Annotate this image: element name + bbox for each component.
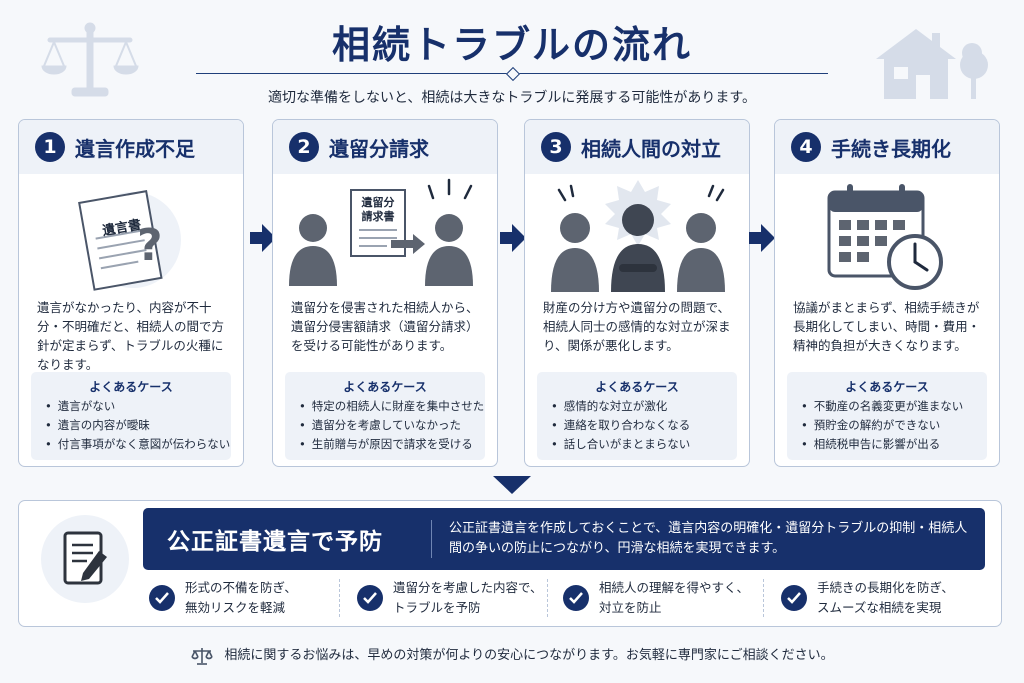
- step-card-header: 4 手続き長期化: [775, 120, 999, 174]
- list-item: 預貯金の解約ができない: [801, 416, 977, 435]
- page-title: 相続トラブルの流れ: [331, 22, 692, 67]
- step-card-2: 2 遺留分請求 遺留分 請求書 遺留分を侵害された相続: [272, 119, 498, 467]
- common-cases-box: よくあるケース 遺言がない 遺言の内容が曖昧 付言事項がなく意図が伝わらない: [31, 372, 231, 460]
- common-cases-title: よくあるケース: [845, 380, 929, 394]
- step-card-1: 1 遺言作成不足 ? 遺言書 遺言がなかったり、内容が不十分・不明確だと、相続人…: [18, 119, 244, 467]
- benefit-item: 遺留分を考慮した内容で、 トラブルを予防: [357, 577, 563, 619]
- scales-of-justice-icon: [191, 647, 214, 665]
- step-title: 遺留分請求: [329, 136, 429, 161]
- benefit-divider: [763, 579, 765, 617]
- step-title: 遺言作成不足: [75, 136, 195, 161]
- will-document-question-icon: ? 遺言書: [19, 174, 243, 298]
- step-number-badge: 2: [289, 132, 319, 162]
- step-number-badge: 4: [791, 132, 821, 162]
- list-item: 遺言がない: [45, 397, 221, 416]
- scales-of-justice-icon: [41, 22, 139, 97]
- list-item: 遺留分を考慮していなかった: [299, 416, 475, 435]
- common-cases-title: よくあるケース: [595, 380, 679, 394]
- step-card-4: 4 手続き長期化 協議がまとまらず、相続手続きが長期化してしまい、時間・費用・精…: [774, 119, 1000, 467]
- footer-text: 相続に関するお悩みは、早めの対策が何よりの安心につながります。お気軽に専門家にご…: [224, 648, 834, 663]
- flow-arrow-right-icon: [749, 224, 775, 252]
- house-icon: [876, 29, 988, 99]
- prevention-panel: 公正証書遺言で予防 公正証書遺言を作成しておくことで、遺言内容の明確化・遺留分ト…: [18, 500, 1002, 627]
- check-icon: [149, 585, 175, 611]
- step-card-3: 3 相続人間の対立 財産の分け方や遺留分の問題で、相続人同: [524, 119, 750, 467]
- common-cases-box: よくあるケース 感情的な対立が激化 連絡を取り合わなくなる 話し合いがまとまらな…: [537, 372, 737, 460]
- benefit-item: 相続人の理解を得やすく、 対立を防止: [563, 577, 769, 619]
- step-number-badge: 3: [541, 132, 571, 162]
- step-description: 財産の分け方や遺留分の問題で、相続人同士の感情的な対立が深まり、関係が悪化します…: [543, 300, 731, 353]
- prevention-text: 公正証書遺言を作成しておくことで、遺言内容の明確化・遺留分トラブルの抑制・相続人…: [449, 521, 968, 556]
- step-card-header: 2 遺留分請求: [273, 120, 497, 174]
- benefit-divider: [339, 579, 341, 617]
- step-title: 相続人間の対立: [581, 136, 721, 161]
- step-description: 遺言がなかったり、内容が不十分・不明確だと、相続人の間で方針が定まらず、トラブル…: [37, 300, 225, 372]
- list-item: 感情的な対立が激化: [551, 397, 727, 416]
- list-item: 相続税申告に影響が出る: [801, 435, 977, 454]
- step-card-header: 1 遺言作成不足: [19, 120, 243, 174]
- common-cases-title: よくあるケース: [89, 380, 173, 394]
- check-icon: [563, 585, 589, 611]
- step-title: 手続き長期化: [831, 136, 951, 161]
- page-subtitle: 適切な準備をしないと、相続は大きなトラブルに発展する可能性があります。: [267, 90, 757, 106]
- flow-arrow-right-icon: [250, 224, 276, 252]
- document-pen-icon: [41, 515, 129, 603]
- list-item: 連絡を取り合わなくなる: [551, 416, 727, 435]
- step-description: 遺留分を侵害された相続人から、遺留分侵害額請求（遺留分請求）を受ける可能性があり…: [291, 300, 479, 353]
- benefit-item: 手続きの長期化を防ぎ、 スムーズな相続を実現: [781, 577, 987, 619]
- list-item: 遺言の内容が曖昧: [45, 416, 221, 435]
- calendar-clock-icon: [775, 174, 999, 298]
- footer-note: 相続に関するお悩みは、早めの対策が何よりの安心につながります。お気軽に専門家にご…: [0, 644, 1024, 666]
- list-item: 付言事項がなく意図が伝わらない: [45, 435, 231, 454]
- claim-letter-icon: 遺留分 請求書: [273, 174, 497, 298]
- common-cases-box: よくあるケース 特定の相続人に財産を集中させた 遺留分を考慮していなかった 生前…: [285, 372, 485, 460]
- benefit-item: 形式の不備を防ぎ、 無効リスクを軽減: [149, 577, 355, 619]
- title-divider-ornament: [505, 66, 521, 82]
- claim-letter-label: 遺留分 請求書: [361, 196, 395, 223]
- flow-arrow-down-icon: [493, 476, 531, 494]
- conflict-people-icon: [525, 174, 749, 298]
- step-card-header: 3 相続人間の対立: [525, 120, 749, 174]
- svg-text:?: ?: [137, 220, 163, 271]
- benefit-divider: [547, 579, 549, 617]
- prevention-title: 公正証書遺言で予防: [167, 528, 383, 555]
- list-item: 生前贈与が原因で請求を受ける: [299, 435, 475, 454]
- banner-divider: [431, 520, 432, 558]
- step-description: 協議がまとまらず、相続手続きが長期化してしまい、時間・費用・精神的負担が大きくな…: [793, 300, 981, 353]
- list-item: 話し合いがまとまらない: [551, 435, 727, 454]
- benefit-list: 形式の不備を防ぎ、 無効リスクを軽減 遺留分を考慮した内容で、 トラブルを予防 …: [145, 577, 985, 619]
- check-icon: [781, 585, 807, 611]
- list-item: 不動産の名義変更が進まない: [801, 397, 977, 416]
- flow-arrow-right-icon: [500, 224, 526, 252]
- prevention-banner: 公正証書遺言で予防 公正証書遺言を作成しておくことで、遺言内容の明確化・遺留分ト…: [143, 508, 985, 570]
- common-cases-title: よくあるケース: [343, 380, 427, 394]
- step-number-badge: 1: [35, 132, 65, 162]
- check-icon: [357, 585, 383, 611]
- list-item: 特定の相続人に財産を集中させた: [299, 397, 485, 416]
- common-cases-box: よくあるケース 不動産の名義変更が進まない 預貯金の解約ができない 相続税申告に…: [787, 372, 987, 460]
